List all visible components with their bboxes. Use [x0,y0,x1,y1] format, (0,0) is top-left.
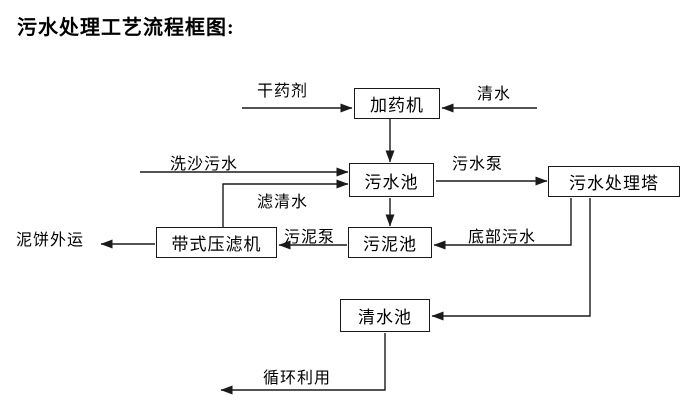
arrow-bottom-sewage-to-sludge-pool [433,198,572,250]
node-sludge-pool: 污泥池 [348,227,432,258]
diagram-title: 污水处理工艺流程框图: [17,17,235,39]
node-treatment-tower: 污水处理塔 [548,166,680,197]
node-dosing-machine: 加药机 [354,88,440,119]
label-sand-washing-sewage: 洗沙污水 [170,156,239,173]
arrow-treatment-tower-to-clean-water-pool [431,198,591,321]
arrow-filtered-water-to-sewage-pool [222,179,349,227]
label-bottom-sewage: 底部污水 [468,229,537,246]
node-sewage-pool: 污水池 [349,163,434,197]
label-sewage-pump: 污水泵 [452,156,504,173]
node-clean-water-pool: 清水池 [340,299,430,332]
label-recycle: 循环利用 [263,370,332,387]
node-belt-filter-press: 带式压滤机 [156,227,277,258]
label-filtered-water: 滤清水 [257,194,309,211]
label-mud-cake-out: 泥饼外运 [16,232,85,249]
label-sludge-pump: 污泥泵 [284,229,336,246]
label-dry-agent: 干药剂 [257,83,309,100]
label-clean-water-in: 清水 [477,86,512,103]
arrow-clean-water-pool-to-recycle [220,333,386,395]
